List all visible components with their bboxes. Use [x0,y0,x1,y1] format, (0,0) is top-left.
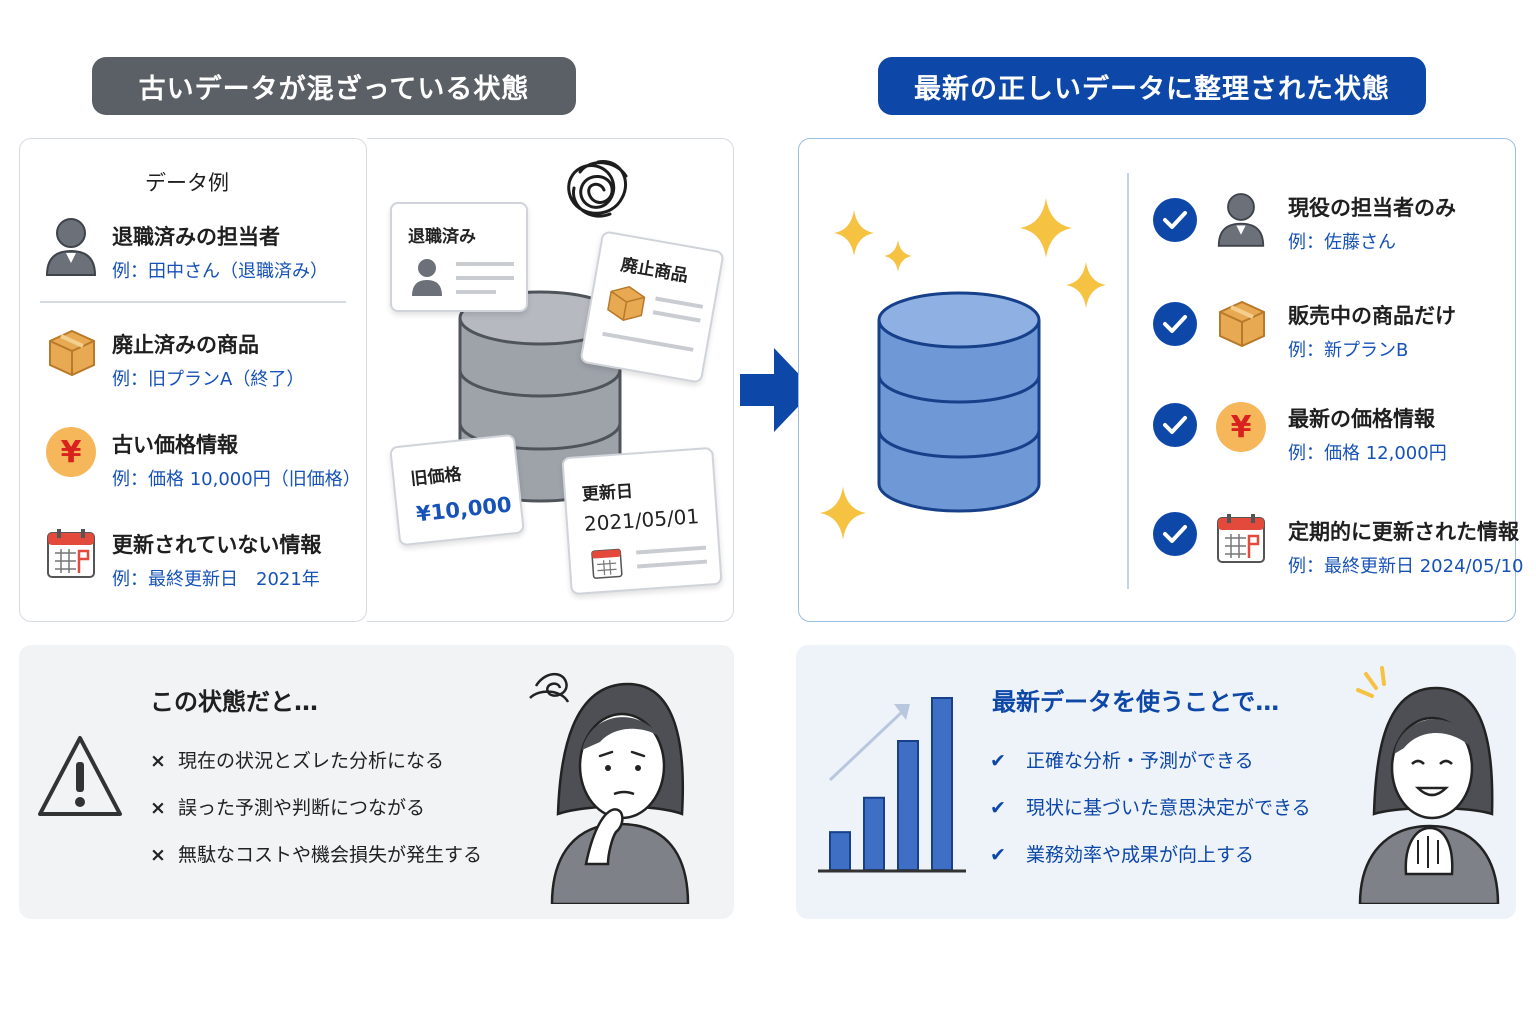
sparkle-icon [1020,198,1072,258]
transition-arrow-icon [740,348,814,432]
benefit-item: ✔ 正確な分析・予測ができる [990,746,1254,773]
data-example-title: データ例 [145,171,229,195]
benefit-text: 正確な分析・予測ができる [1026,750,1254,772]
check-badge-icon [1153,302,1197,346]
new-item-label: 販売中の商品だけ [1288,304,1456,328]
person-icon [412,259,442,296]
bar-1 [829,831,851,872]
problem-text: 誤った予測や判断につながる [178,797,426,819]
sparkle-icon [820,486,866,540]
old-data-examples-panel: データ例 退職済みの担当者 例：田中さん（退職済み） 廃止済みの商品 例：旧プラ… [19,138,367,622]
check-badge-icon [1153,198,1197,242]
old-price-card: 旧価格 ¥10,000 [389,433,525,547]
text-line-placeholder [456,276,514,280]
update-date-card-title: 更新日 [581,481,634,506]
old-item-label: 退職済みの担当者 [112,225,280,249]
old-item-example: 例：田中さん（退職済み） [112,261,328,282]
yen-symbol: ¥ [1230,409,1252,445]
box-icon [49,329,95,377]
check-icon: ✔ [990,797,1006,819]
update-date-card: 更新日 2021/05/01 [561,446,723,596]
check-badge-icon [1153,403,1197,447]
problems-title: この状態だと… [150,688,318,716]
old-data-header: 古いデータが混ざっている状態 [92,57,576,115]
box-icon [1219,300,1265,348]
old-item-example: 例：旧プランA（終了） [112,369,305,390]
bar-4 [931,697,953,871]
yen-icon: ¥ [1216,402,1266,452]
text-line-placeholder [602,331,694,352]
cross-icon: × [150,844,166,866]
old-price-value: ¥10,000 [415,492,513,527]
benefit-item: ✔ 業務効率や成果が向上する [990,840,1254,867]
problem-item: × 現在の状況とズレた分析になる [150,746,444,773]
benefits-title: 最新データを使うことで… [992,688,1280,716]
new-item-example: 例：最終更新日 2024/05/10 [1288,556,1524,577]
yen-symbol: ¥ [60,434,82,470]
benefit-item: ✔ 現状に基づいた意思決定ができる [990,793,1311,820]
new-data-header: 最新の正しいデータに整理された状態 [878,57,1426,115]
old-item-label: 廃止済みの商品 [112,333,259,357]
old-item-example: 例：価格 10,000円（旧価格） [112,469,361,490]
calendar-icon [1217,514,1265,563]
check-badge-icon [1153,512,1197,556]
calendar-icon [591,548,623,579]
update-date-value: 2021/05/01 [583,504,700,537]
check-icon: ✔ [990,844,1006,866]
tangled-scribble-icon [567,160,628,218]
benefit-text: 業務効率や成果が向上する [1026,844,1255,866]
divider [40,301,346,303]
warning-icon [38,736,122,816]
check-icon: ✔ [990,750,1006,772]
sparkle-icon [834,210,874,256]
text-line-placeholder [652,310,701,323]
old-item-label: 古い価格情報 [112,433,238,457]
text-line-placeholder [636,545,707,555]
benefit-text: 現状に基づいた意思決定ができる [1026,797,1311,819]
box-icon [607,285,646,321]
bar-2 [863,796,885,871]
sparkle-icon [1066,262,1106,308]
happy-woman-illustration [1356,666,1500,904]
blue-database-icon [877,291,1041,513]
yen-icon: ¥ [46,427,96,477]
problem-text: 現在の状況とズレた分析になる [178,750,445,772]
person-icon [1217,193,1265,247]
new-item-example: 例：佐藤さん [1288,232,1396,253]
text-line-placeholder [637,559,708,569]
new-item-example: 例：新プランB [1288,340,1409,361]
calendar-icon [47,529,95,578]
new-item-label: 現役の担当者のみ [1288,196,1456,220]
new-item-example: 例：価格 12,000円 [1288,443,1447,464]
problem-text: 無駄なコストや機会損失が発生する [178,844,483,866]
retired-card: 退職済み [390,202,528,312]
text-line-placeholder [456,262,514,266]
worried-woman-illustration [529,673,690,904]
new-item-label: 定期的に更新された情報 [1288,520,1519,544]
old-item-label: 更新されていない情報 [112,533,322,557]
discontinued-product-card: 廃止商品 [579,230,725,384]
problem-item: × 誤った予測や判断につながる [150,793,425,820]
old-price-card-title: 旧価格 [409,464,463,490]
new-item-label: 最新の価格情報 [1288,407,1435,431]
bar-3 [897,740,919,871]
bar-chart-icon [818,697,966,873]
discontinued-card-title: 廃止商品 [619,255,690,287]
old-item-example: 例：最終更新日 2021年 [112,569,320,590]
person-icon [45,218,97,276]
text-line-placeholder [655,296,704,309]
text-line-placeholder [456,290,496,294]
bar-group [829,697,953,872]
vertical-divider [1127,173,1129,589]
problem-item: × 無駄なコストや機会損失が発生する [150,840,482,867]
cross-icon: × [150,750,166,772]
retired-card-title: 退職済み [408,227,476,247]
sparkle-icon [884,240,912,272]
cross-icon: × [150,797,166,819]
